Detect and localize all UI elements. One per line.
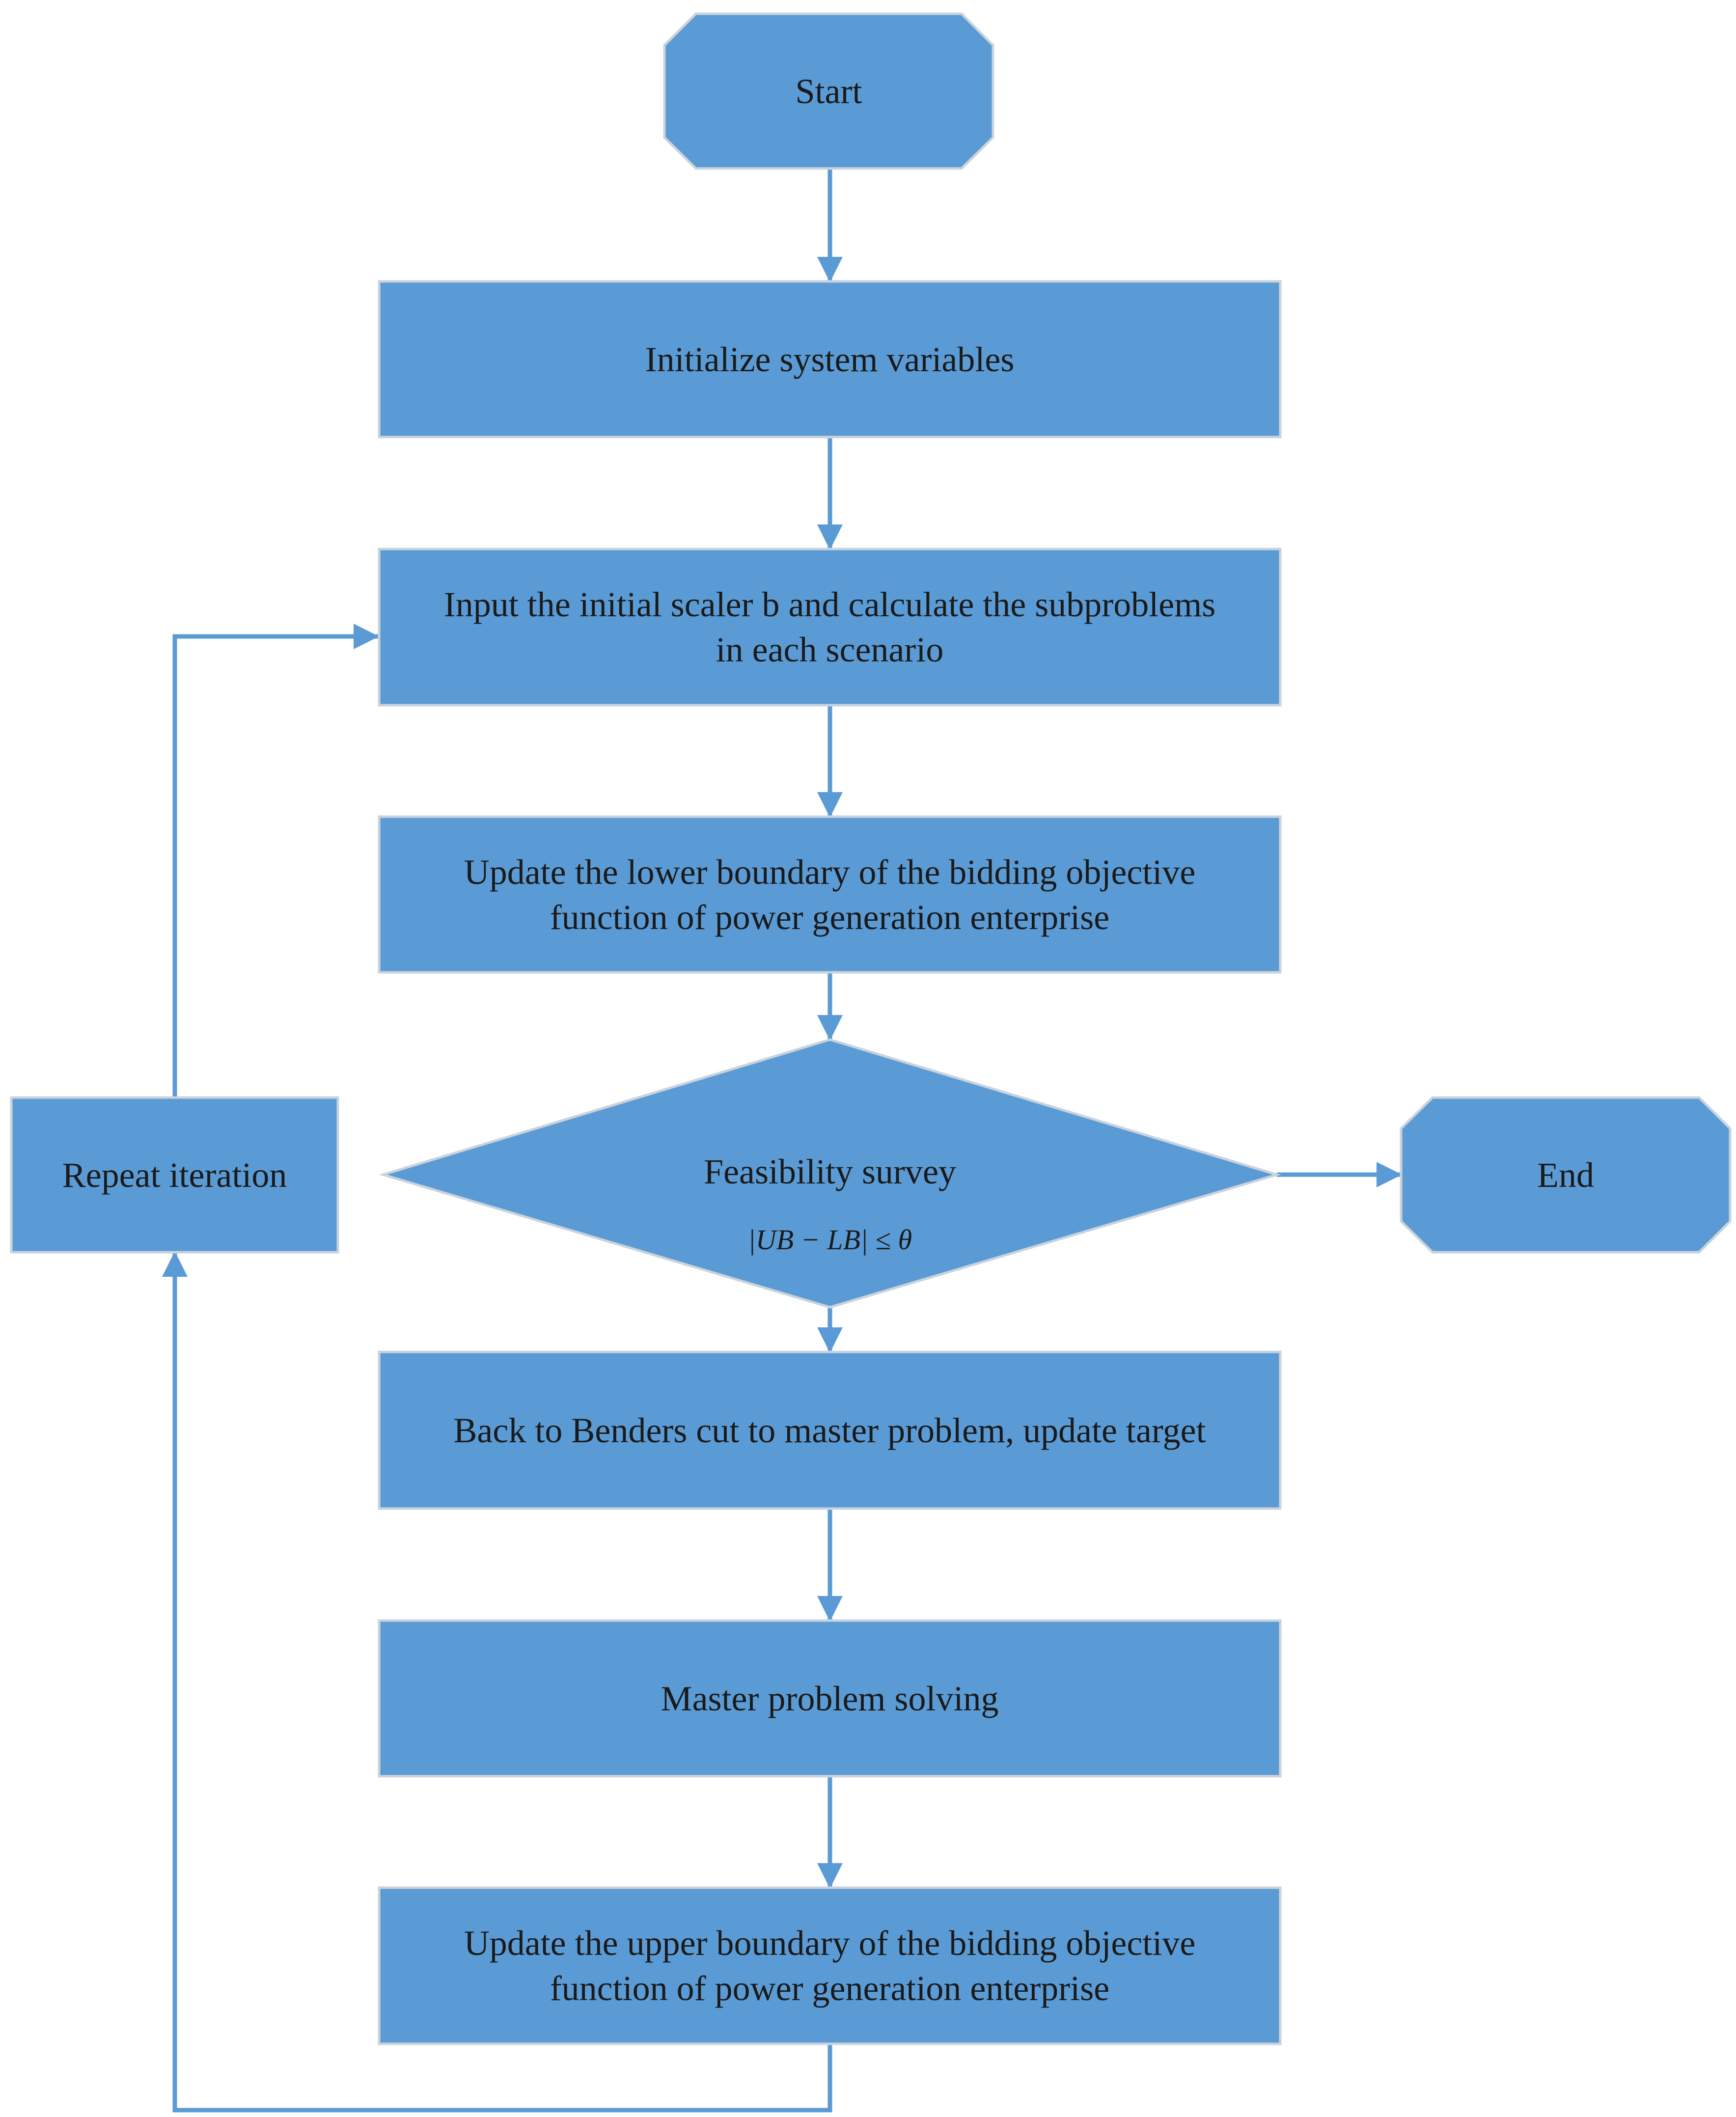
master-box [378,1619,1282,1778]
feasibility-condition: |UB − LB| ≤ θ [747,1224,912,1256]
arrow-update-upper-to-repeat [162,1251,832,2113]
update-upper-box [378,1886,1282,2045]
feasibility-label: Feasibility survey [704,1152,956,1191]
update-upper-label: Update the upper boundary of the bidding… [464,1924,1196,2008]
arrow-repeat-to-input [172,624,379,1098]
feasibility-diamond [379,1038,1281,1309]
repeat-label: Repeat iteration [62,1155,287,1195]
end-label: End [1537,1155,1594,1195]
start-label: Start [795,71,862,111]
initialize-box [378,280,1282,439]
benders-box [378,1350,1282,1510]
end-terminator [1400,1096,1732,1254]
benders-label: Back to Benders cut to master problem, u… [453,1410,1206,1450]
input-label: Input the initial scaler b and calculate… [443,585,1216,669]
update-lower-box [378,815,1282,974]
input-box [378,548,1282,707]
repeat-box [10,1096,339,1254]
start-terminator [663,12,994,170]
update-lower-label: Update the lower boundary of the bidding… [464,852,1196,937]
initialize-label: Initialize system variables [645,339,1015,379]
master-label: Master problem solving [661,1678,999,1718]
